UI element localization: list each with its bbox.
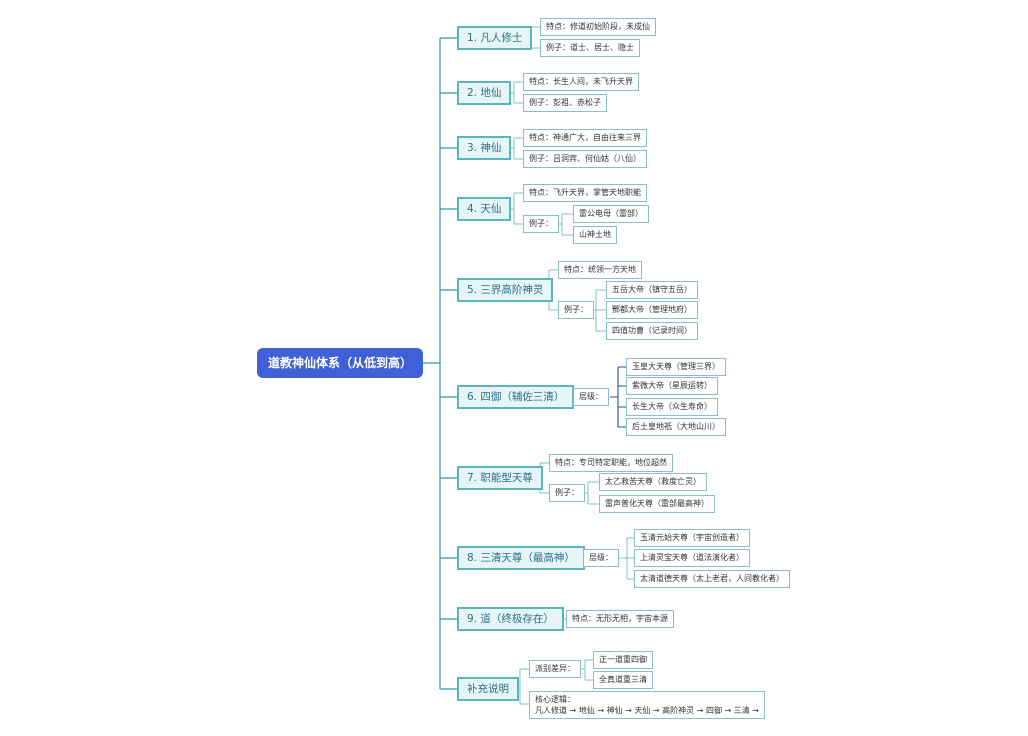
- leaf-example-group[interactable]: 例子：: [523, 215, 559, 233]
- leaf-example-item[interactable]: 五岳大帝（镇守五岳）: [606, 281, 698, 299]
- leaf-feature[interactable]: 特点：飞升天界，掌管天地职能: [523, 184, 647, 202]
- leaf-example-item[interactable]: 雷声普化天尊（雷部最高神）: [599, 495, 715, 513]
- leaf-example-item[interactable]: 酆都大帝（管理地府）: [606, 301, 698, 319]
- leaf-example-item[interactable]: 四值功曹（记录时间）: [606, 322, 698, 340]
- leaf-feature[interactable]: 特点：修道初始阶段，未成仙: [540, 18, 656, 36]
- branch-earth-immortal[interactable]: 2. 地仙: [457, 81, 512, 105]
- leaf-hierarchy-group[interactable]: 层级：: [583, 549, 619, 567]
- branch-mortal-cultivators[interactable]: 1. 凡人修士: [457, 26, 533, 50]
- leaf-hierarchy-item[interactable]: 后土皇地祇（大地山川）: [626, 418, 726, 436]
- leaf-example-item[interactable]: 雷公电母（雷部）: [573, 205, 649, 223]
- leaf-hierarchy-item[interactable]: 玉清元始天尊（宇宙创造者）: [634, 529, 750, 547]
- leaf-hierarchy-item[interactable]: 玉皇大天尊（管理三界）: [626, 358, 726, 376]
- leaf-example-item[interactable]: 山神土地: [573, 226, 617, 244]
- leaf-sect-differences[interactable]: 派别差异：: [529, 660, 581, 678]
- leaf-hierarchy-item[interactable]: 上清灵宝天尊（道法演化者）: [634, 549, 750, 567]
- leaf-example[interactable]: 例子：彭祖、赤松子: [523, 94, 607, 112]
- branch-the-dao[interactable]: 9. 道（终极存在）: [457, 607, 564, 631]
- branch-supplementary-notes[interactable]: 补充说明: [457, 677, 519, 701]
- leaf-example[interactable]: 例子：吕洞宾、何仙姑（八仙）: [523, 150, 647, 168]
- leaf-example-group[interactable]: 例子：: [558, 301, 594, 319]
- branch-functional-celestials[interactable]: 7. 职能型天尊: [457, 466, 543, 490]
- leaf-feature[interactable]: 特点：专司特定职能，地位超然: [549, 454, 673, 472]
- leaf-feature[interactable]: 特点：长生人间，未飞升天界: [523, 73, 639, 91]
- branch-heavenly-immortal[interactable]: 4. 天仙: [457, 197, 512, 221]
- leaf-feature[interactable]: 特点：统领一方天地: [558, 261, 642, 279]
- leaf-feature[interactable]: 特点：神通广大，自由往来三界: [523, 129, 647, 147]
- branch-divine-immortal[interactable]: 3. 神仙: [457, 136, 512, 160]
- leaf-hierarchy-item[interactable]: 紫微大帝（星辰运转）: [626, 377, 718, 395]
- leaf-example[interactable]: 例子：道士、居士、隐士: [540, 39, 640, 57]
- leaf-hierarchy-group[interactable]: 层级：: [573, 388, 609, 406]
- branch-three-pure-ones[interactable]: 8. 三清天尊（最高神）: [457, 546, 585, 570]
- branch-high-deities[interactable]: 5. 三界高阶神灵: [457, 278, 554, 302]
- branch-four-sovereigns[interactable]: 6. 四御（辅佐三清）: [457, 385, 575, 409]
- leaf-core-logic[interactable]: 核心逻辑： 凡人修道 → 地仙 → 神仙 → 天仙 → 高阶神灵 → 四御 → …: [529, 691, 765, 719]
- leaf-hierarchy-item[interactable]: 太清道德天尊（太上老君，人间教化者）: [634, 570, 790, 588]
- leaf-hierarchy-item[interactable]: 长生大帝（众生寿命）: [626, 398, 718, 416]
- leaf-example-group[interactable]: 例子：: [549, 484, 585, 502]
- leaf-sect-item[interactable]: 全真道重三清: [593, 671, 653, 689]
- leaf-sect-item[interactable]: 正一道重四御: [593, 651, 653, 669]
- leaf-example-item[interactable]: 太乙救苦天尊（救度亡灵）: [599, 473, 707, 491]
- root-topic[interactable]: 道教神仙体系（从低到高）: [257, 348, 423, 378]
- leaf-feature[interactable]: 特点：无形无相，宇宙本源: [566, 610, 674, 628]
